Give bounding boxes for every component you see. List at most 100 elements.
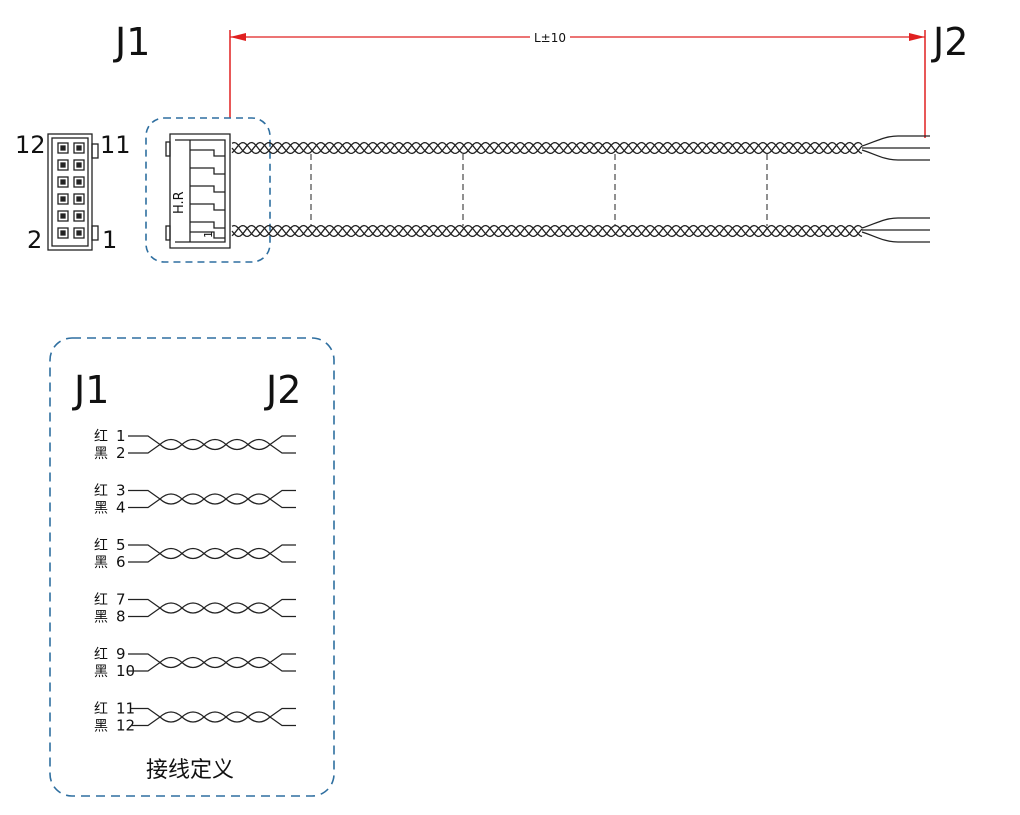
twist-lobe [203, 711, 227, 723]
pin-label-2: 2 [27, 226, 42, 254]
twist-lobe [225, 547, 249, 560]
wire-color-label: 红 [94, 538, 108, 554]
wire-color-label: 黑 [94, 610, 108, 626]
pin-contact [60, 162, 66, 168]
pin-cavity [73, 227, 85, 239]
wire-lead-j1 [128, 607, 161, 618]
wire-color-label: 黑 [94, 664, 108, 680]
pin-contact [76, 230, 82, 236]
twist-lobe [203, 547, 227, 560]
wire-lead-j2 [269, 653, 296, 663]
pin-contact [76, 179, 82, 185]
j1-housing [165, 133, 231, 249]
pin-cavity [73, 210, 85, 222]
wire-lead-j2 [269, 707, 296, 718]
wire-color-label: 黑 [94, 501, 108, 517]
wire-lead-j1 [131, 707, 161, 718]
twisted-pair-top [231, 141, 863, 155]
wire-pin-number: 8 [116, 608, 126, 626]
pin-cavity [57, 176, 69, 188]
wire-lead-j2 [269, 662, 296, 672]
twist-lobe [225, 711, 249, 723]
pin-cavity [73, 159, 85, 171]
pin-cavity [57, 193, 69, 205]
pin-contact [60, 179, 66, 185]
twist-lobe [247, 438, 271, 451]
twist-lobe [247, 547, 271, 560]
pin-contact [76, 162, 82, 168]
wire-lead-j2 [269, 444, 296, 454]
wire-lead-j1 [128, 544, 161, 554]
twist-lobe [203, 438, 227, 451]
wire-lead-j1 [128, 553, 161, 563]
twist-lobe [181, 602, 205, 614]
wire-lead-j1 [128, 662, 161, 672]
wire-lead-j2 [269, 435, 296, 445]
length-dimension-text: L±10 [534, 31, 566, 45]
housing-brand-mark: H.R [172, 191, 187, 214]
twist-lobe [225, 493, 249, 505]
legend-caption: 接线定义 [146, 758, 234, 783]
legend-j2-label: J2 [264, 368, 301, 412]
twist-lobe [159, 438, 183, 451]
wire-lead-j1 [128, 653, 161, 663]
j1-pin-face [47, 133, 99, 251]
cable-strand [231, 224, 863, 238]
pin-contact [76, 145, 82, 151]
pin-contact [60, 230, 66, 236]
wire-color-label: 红 [94, 484, 108, 500]
wire-color-label: 红 [94, 593, 108, 609]
wire-lead-j2 [269, 544, 296, 554]
legend-j1-label: J1 [72, 368, 109, 412]
pin-contact [76, 196, 82, 202]
twist-lobe [225, 656, 249, 669]
twist-lobe [247, 656, 271, 669]
twist-lobe [225, 602, 249, 614]
twist-lobe [159, 711, 183, 723]
j2-label: J2 [931, 20, 968, 64]
wire-color-label: 红 [94, 647, 108, 663]
twist-lobe [247, 493, 271, 505]
pin-cavity [57, 210, 69, 222]
wire-pin-number: 9 [116, 645, 126, 663]
wire-lead-j2 [269, 598, 296, 609]
twist-lobe [247, 602, 271, 614]
cable-strand [231, 141, 863, 155]
wire-lead-j1 [131, 716, 161, 727]
wire-color-label: 黑 [94, 719, 108, 735]
pin-contact [60, 213, 66, 219]
twist-lobe [203, 493, 227, 505]
wiring-legend-frame [49, 337, 335, 797]
twist-lobe [203, 602, 227, 614]
cable-end-leads [861, 135, 930, 243]
pin-cavity [57, 227, 69, 239]
pin-contact [60, 196, 66, 202]
twist-lobe [181, 493, 205, 505]
pin-label-12: 12 [15, 131, 46, 159]
cable-strand [231, 224, 863, 238]
wire-lead-j1 [128, 489, 161, 500]
wire-lead-j2 [269, 489, 296, 500]
wire-lead-j2 [269, 553, 296, 563]
length-dimension [229, 29, 926, 138]
cable-strand [231, 224, 863, 238]
wire-pin-number: 4 [116, 499, 126, 517]
twist-lobe [181, 656, 205, 669]
wire-pin-number: 12 [116, 717, 135, 735]
wire-pin-number: 6 [116, 553, 126, 571]
wire-pin-number: 11 [116, 700, 135, 718]
wire-lead-j2 [269, 607, 296, 618]
wire-color-label: 红 [94, 429, 108, 445]
twist-lobe [159, 493, 183, 505]
cable-strand [231, 141, 863, 155]
wire-pin-number: 10 [116, 662, 135, 680]
pin-cavity [73, 176, 85, 188]
